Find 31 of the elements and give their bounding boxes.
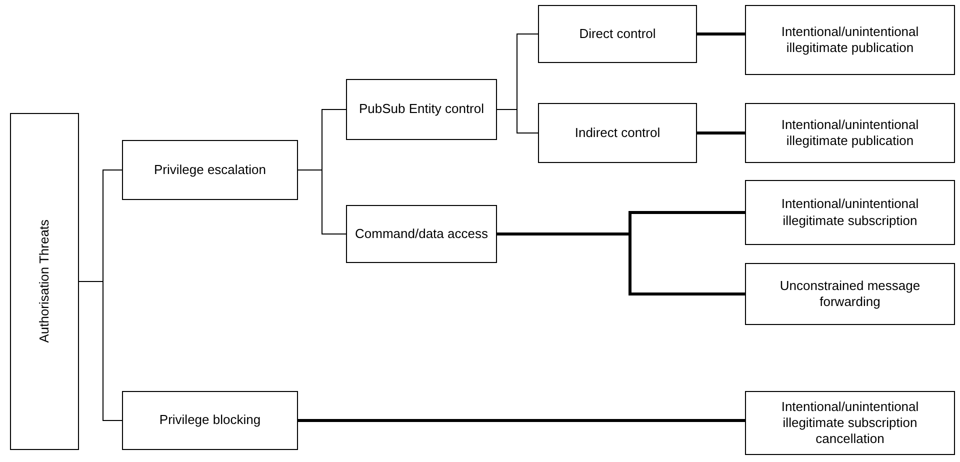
category-box	[10, 113, 79, 450]
category-box	[538, 103, 697, 163]
category-box	[745, 263, 955, 325]
box-label: Direct control	[579, 26, 656, 42]
box-label: Indirect control	[574, 124, 660, 142]
box-label: Command/data access	[355, 226, 488, 242]
connector-line	[78, 281, 122, 421]
box-label: Privilege blocking	[159, 412, 261, 429]
connector-line	[496, 109, 538, 134]
box-label: Intentional/unintentional illegitimate subscription	[780, 196, 920, 229]
category-box	[346, 205, 497, 263]
category-box	[745, 391, 955, 455]
category-box	[745, 103, 955, 163]
connector-line	[697, 32, 745, 36]
box-label: Intentional/unintentional illegitimate publication	[780, 116, 920, 150]
category-box	[745, 180, 955, 245]
connector-line	[697, 132, 745, 134]
category-box	[122, 140, 298, 200]
category-box	[346, 79, 497, 140]
category-box	[538, 5, 697, 63]
category-box	[122, 391, 298, 450]
box-label: Intentional/unintentional illegitimate subscription cancellation	[780, 398, 920, 448]
connector-line	[298, 419, 745, 422]
category-box	[745, 5, 955, 75]
connector-line	[298, 170, 346, 234]
box-label: Unconstrained message forwarding	[778, 278, 922, 310]
box-label: PubSub Entity control	[358, 101, 484, 118]
box-label: Authorisation Threats	[36, 220, 52, 344]
connector-line	[497, 232, 745, 296]
box-label: Privilege escalation	[154, 162, 266, 178]
box-label: Intentional/unintentional illegitimate publication	[780, 24, 920, 56]
